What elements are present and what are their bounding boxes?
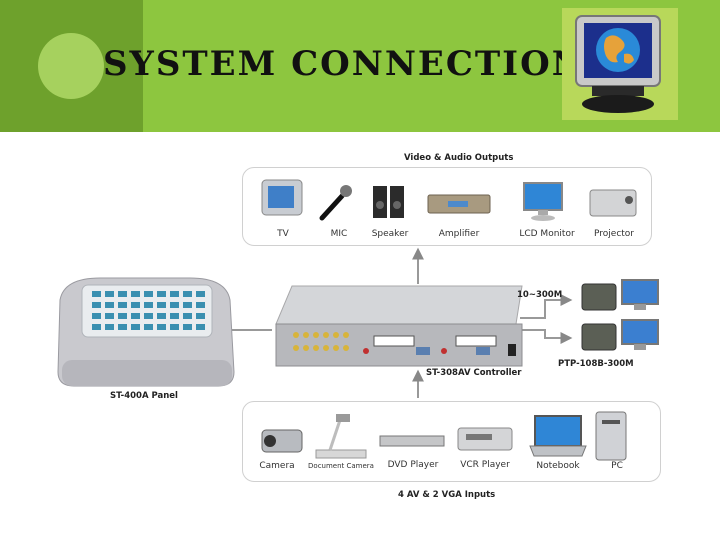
notebook-device-icon [529, 415, 587, 457]
document-camera-device-icon [315, 414, 367, 459]
controller-to-extender-top-arrow [520, 294, 573, 319]
lcd-monitor-device-icon [523, 182, 563, 221]
ptp-108b-extender-devices [581, 279, 659, 351]
header-circle-decoration [38, 33, 104, 99]
camera-device-icon [261, 429, 303, 453]
header-banner: SYSTEM CONNECTION [0, 0, 720, 132]
st-400a-panel-device [57, 277, 235, 387]
globe-monitor-icon [562, 8, 678, 120]
outputs-title: Video & Audio Outputs [404, 153, 514, 163]
range-label: 10~300M [517, 290, 563, 300]
speaker-device-icon [373, 186, 404, 218]
extender-label: PTP-108B-300M [558, 359, 634, 369]
input-label-document-camera: Document Camera [308, 462, 374, 470]
output-label-tv: TV [277, 229, 289, 239]
input-label-dvd-player: DVD Player [387, 460, 439, 470]
page-title: SYSTEM CONNECTION [103, 44, 585, 84]
input-label-camera: Camera [259, 461, 295, 471]
input-label-notebook: Notebook [536, 461, 580, 471]
controller-label: ST-308AV Controller [426, 368, 522, 378]
output-label-mic: MIC [330, 229, 348, 239]
pc-device-icon [595, 411, 627, 461]
input-label-pc: PC [611, 461, 623, 471]
output-label-speaker: Speaker [371, 229, 409, 239]
projector-device-icon [589, 189, 637, 217]
mic-device-icon [319, 185, 352, 221]
vcr-player-device-icon [457, 427, 513, 451]
panel-label: ST-400A Panel [110, 391, 178, 401]
output-label-lcd-monitor: LCD Monitor [519, 229, 575, 239]
dvd-player-device-icon [379, 435, 445, 447]
inputs-box [242, 401, 661, 482]
tv-device-icon [261, 179, 303, 216]
inputs-title: 4 AV & 2 VGA Inputs [398, 490, 496, 500]
controller-to-extender-bottom-arrow [520, 329, 573, 344]
input-label-vcr-player: VCR Player [460, 460, 510, 470]
st-308av-controller-device [275, 285, 523, 367]
amplifier-device-icon [427, 194, 491, 214]
output-label-amplifier: Amplifier [438, 229, 480, 239]
output-label-projector: Projector [594, 229, 634, 239]
